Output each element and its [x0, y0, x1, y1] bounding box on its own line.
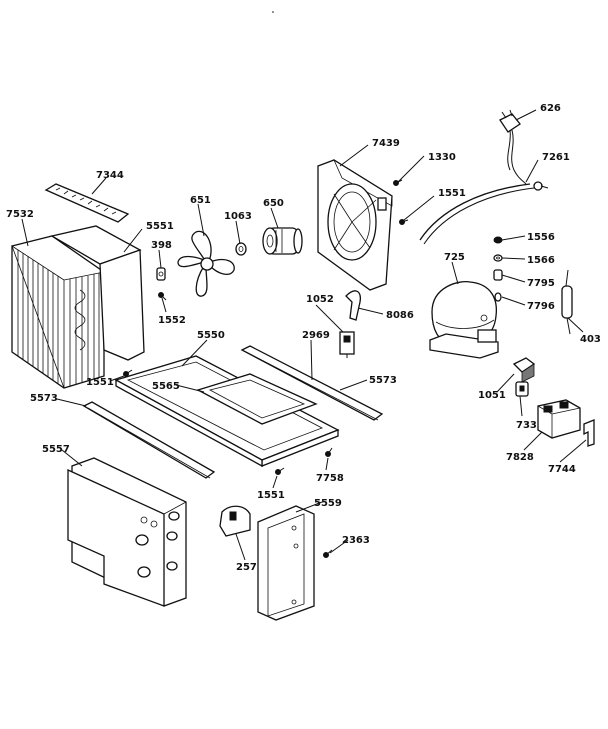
- compressor: [429, 280, 499, 359]
- screw-7758: [325, 447, 333, 457]
- side-panel-5557: [67, 457, 187, 607]
- base-pan: [114, 355, 340, 468]
- screw-1551-left: [123, 369, 133, 377]
- scan-speck: [272, 11, 274, 13]
- label-725: 725: [444, 252, 465, 263]
- part-labels: 626 7439 1330 7261 7344 1551 7532 5551 6…: [6, 103, 601, 573]
- label-8086: 8086: [386, 310, 414, 321]
- label-1330: 1330: [428, 152, 456, 163]
- rail-5573-left: [82, 401, 216, 479]
- bracket-7744: [583, 419, 595, 447]
- label-398: 398: [151, 240, 172, 251]
- label-7758: 7758: [316, 473, 344, 484]
- thermostat-1052: [339, 331, 355, 358]
- label-626: 626: [540, 103, 561, 114]
- fan-blade: [177, 230, 235, 297]
- label-651: 651: [190, 195, 211, 206]
- screw-2363: [323, 549, 333, 558]
- label-2363: 2363: [342, 535, 370, 546]
- label-5557: 5557: [42, 444, 70, 455]
- label-5573-left: 5573: [30, 393, 58, 404]
- screw-1330: [393, 179, 403, 186]
- label-7532: 7532: [6, 209, 34, 220]
- label-1551-top: 1551: [438, 188, 466, 199]
- label-7744: 7744: [548, 464, 576, 475]
- rail-2969: [240, 345, 384, 421]
- clip-398: [156, 267, 166, 281]
- fan-motor: [262, 227, 303, 255]
- label-5573-right: 5573: [369, 375, 397, 386]
- frame-5565: [196, 373, 318, 425]
- label-7828: 7828: [506, 452, 534, 463]
- label-5550: 5550: [197, 330, 225, 341]
- label-7795: 7795: [527, 278, 555, 289]
- sleeve-7795: [493, 269, 503, 281]
- label-5559: 5559: [314, 498, 342, 509]
- grommet-1556: [493, 236, 503, 244]
- relay-1051: [512, 357, 536, 383]
- screw-1552: [158, 292, 167, 301]
- washer-1063: [235, 242, 247, 256]
- screw-1551-bottom: [275, 467, 285, 475]
- grommet-1566: [493, 254, 503, 262]
- label-403: 403: [580, 334, 601, 345]
- grille-strip: [44, 183, 130, 223]
- label-1551-bottom: 1551: [257, 490, 285, 501]
- drier-403: [561, 269, 573, 335]
- clamp-8086: [345, 290, 362, 321]
- label-1551-left: 1551: [86, 377, 114, 388]
- label-5551: 5551: [146, 221, 174, 232]
- label-650: 650: [263, 198, 284, 209]
- motor-257: [219, 505, 251, 537]
- label-1556: 1556: [527, 232, 555, 243]
- label-7439: 7439: [372, 138, 400, 149]
- fan-orifice: [317, 158, 393, 291]
- tubing-7261: [419, 181, 549, 245]
- label-1052: 1052: [306, 294, 334, 305]
- label-2969: 2969: [302, 330, 330, 341]
- terminal-block: [537, 399, 581, 439]
- condenser-shroud: [50, 225, 145, 361]
- condenser-coil: [11, 235, 105, 389]
- label-7344: 7344: [96, 170, 124, 181]
- label-733: 733: [516, 420, 537, 431]
- label-7261: 7261: [542, 152, 570, 163]
- label-5565: 5565: [152, 381, 180, 392]
- label-1051: 1051: [478, 390, 506, 401]
- overload-733: [515, 381, 529, 397]
- label-7796: 7796: [527, 301, 555, 312]
- label-1063: 1063: [224, 211, 252, 222]
- label-1566: 1566: [527, 255, 555, 266]
- label-257: 257: [236, 562, 257, 573]
- control-panel-5559: [257, 505, 315, 621]
- screw-1551-top: [399, 219, 409, 225]
- washer-7796: [494, 292, 502, 302]
- label-1552: 1552: [158, 315, 186, 326]
- power-cord-plug: [499, 109, 527, 185]
- leader-lines: [21, 109, 587, 561]
